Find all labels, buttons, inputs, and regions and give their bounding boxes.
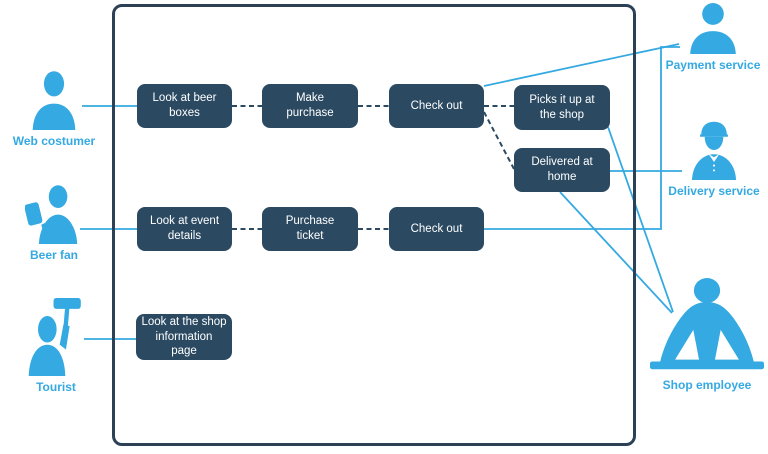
usecase-check-out-1[interactable]: Check out xyxy=(389,84,484,128)
actor-beer-fan[interactable]: Beer fan xyxy=(25,184,83,262)
edge-check-out-2-to-payment-service xyxy=(484,46,680,230)
actor-tourist[interactable]: Tourist xyxy=(25,298,87,394)
actor-label-payment-service: Payment service xyxy=(665,58,761,72)
person-with-beer-icon xyxy=(25,184,83,244)
person-hardhat-icon xyxy=(685,120,743,180)
edge-check-out-1-to-payment-service xyxy=(483,43,680,87)
person-bust-icon xyxy=(26,70,82,130)
actor-label-delivery-service: Delivery service xyxy=(668,184,760,198)
person-bust-icon xyxy=(683,2,743,54)
usecase-look-at-beer-boxes[interactable]: Look at beer boxes xyxy=(137,84,232,128)
usecase-check-out-2[interactable]: Check out xyxy=(389,207,484,251)
person-selfie-stick-icon xyxy=(25,298,87,376)
actor-shop-employee[interactable]: Shop employee xyxy=(650,278,764,392)
actor-label-shop-employee: Shop employee xyxy=(662,378,752,392)
actor-payment-service[interactable]: Payment service xyxy=(666,2,760,72)
edge-delivered-at-home-to-shop-employee xyxy=(559,191,673,314)
usecase-delivered-at-home[interactable]: Delivered at home xyxy=(514,148,610,192)
person-counter-icon xyxy=(650,278,764,374)
usecase-look-at-the-shop-information-page[interactable]: Look at the shop information page xyxy=(136,314,232,360)
edge-picks-it-up-to-shop-employee xyxy=(607,126,674,313)
usecase-picks-it-up-at-the-shop[interactable]: Picks it up at the shop xyxy=(514,85,610,130)
usecase-look-at-event-details[interactable]: Look at event details xyxy=(137,207,232,251)
actor-label-web-customer: Web costumer xyxy=(12,134,96,148)
usecase-make-purchase[interactable]: Make purchase xyxy=(262,84,358,128)
actor-label-beer-fan: Beer fan xyxy=(29,248,79,262)
actor-delivery-service[interactable]: Delivery service xyxy=(668,120,760,198)
actor-web-customer[interactable]: Web costumer xyxy=(13,70,95,148)
usecase-purchase-ticket[interactable]: Purchase ticket xyxy=(262,207,358,251)
edge-check-out-to-delivered-at-home xyxy=(483,111,515,170)
actor-label-tourist: Tourist xyxy=(36,380,76,394)
